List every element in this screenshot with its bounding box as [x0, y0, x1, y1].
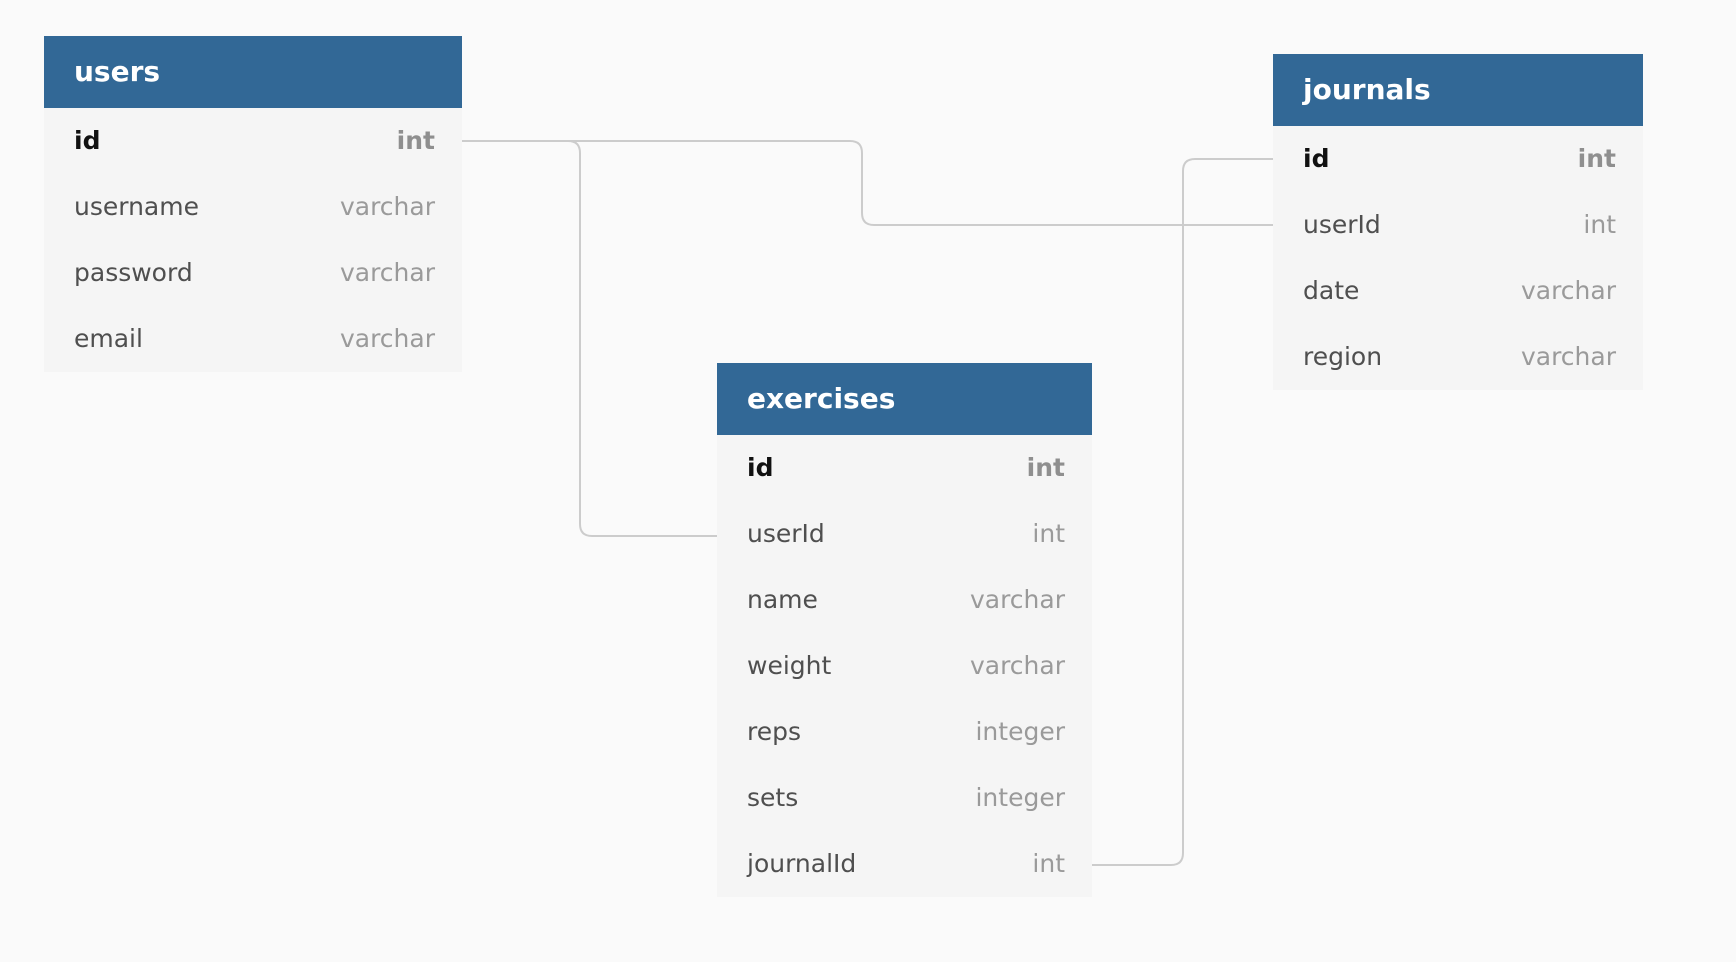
- table-row[interactable]: reps integer: [717, 699, 1092, 765]
- column-type: int: [1032, 519, 1065, 548]
- column-name: journalId: [747, 849, 857, 878]
- column-name: userId: [1303, 210, 1381, 239]
- table-header-journals[interactable]: journals: [1273, 54, 1643, 126]
- column-name: username: [74, 192, 199, 221]
- table-row[interactable]: username varchar: [44, 174, 462, 240]
- table-exercises[interactable]: exercises id int userId int name varchar…: [717, 363, 1092, 897]
- column-type: int: [1583, 210, 1616, 239]
- column-name: email: [74, 324, 143, 353]
- column-type: int: [396, 126, 435, 155]
- column-type: int: [1026, 453, 1065, 482]
- column-type: integer: [975, 717, 1065, 746]
- table-row[interactable]: id int: [717, 435, 1092, 501]
- table-row[interactable]: password varchar: [44, 240, 462, 306]
- table-row[interactable]: weight varchar: [717, 633, 1092, 699]
- column-name: reps: [747, 717, 802, 746]
- column-name: password: [74, 258, 193, 287]
- column-name: userId: [747, 519, 825, 548]
- table-row[interactable]: userId int: [717, 501, 1092, 567]
- column-type: int: [1577, 144, 1616, 173]
- connector-users-id-to-exercises-userid: [462, 140, 717, 537]
- table-row[interactable]: id int: [1273, 126, 1643, 192]
- table-row[interactable]: userId int: [1273, 192, 1643, 258]
- column-type: integer: [975, 783, 1065, 812]
- column-name: id: [747, 453, 774, 482]
- table-row[interactable]: id int: [44, 108, 462, 174]
- column-type: varchar: [969, 651, 1065, 680]
- column-name: name: [747, 585, 818, 614]
- column-name: weight: [747, 651, 832, 680]
- column-type: int: [1032, 849, 1065, 878]
- table-row[interactable]: region varchar: [1273, 324, 1643, 390]
- column-name: id: [1303, 144, 1330, 173]
- table-header-users[interactable]: users: [44, 36, 462, 108]
- connector-journals-id-to-exercises-journalid: [1092, 158, 1273, 866]
- column-type: varchar: [969, 585, 1065, 614]
- connector-users-id-to-journals-userid: [462, 140, 1273, 226]
- table-row[interactable]: journalId int: [717, 831, 1092, 897]
- column-type: varchar: [1520, 276, 1616, 305]
- column-type: varchar: [339, 258, 435, 287]
- column-type: varchar: [1520, 342, 1616, 371]
- table-row[interactable]: name varchar: [717, 567, 1092, 633]
- table-row[interactable]: email varchar: [44, 306, 462, 372]
- column-type: varchar: [339, 192, 435, 221]
- column-name: date: [1303, 276, 1360, 305]
- table-users[interactable]: users id int username varchar password v…: [44, 36, 462, 372]
- table-journals[interactable]: journals id int userId int date varchar …: [1273, 54, 1643, 390]
- table-row[interactable]: sets integer: [717, 765, 1092, 831]
- column-name: sets: [747, 783, 799, 812]
- column-type: varchar: [339, 324, 435, 353]
- table-row[interactable]: date varchar: [1273, 258, 1643, 324]
- column-name: id: [74, 126, 101, 155]
- column-name: region: [1303, 342, 1383, 371]
- table-header-exercises[interactable]: exercises: [717, 363, 1092, 435]
